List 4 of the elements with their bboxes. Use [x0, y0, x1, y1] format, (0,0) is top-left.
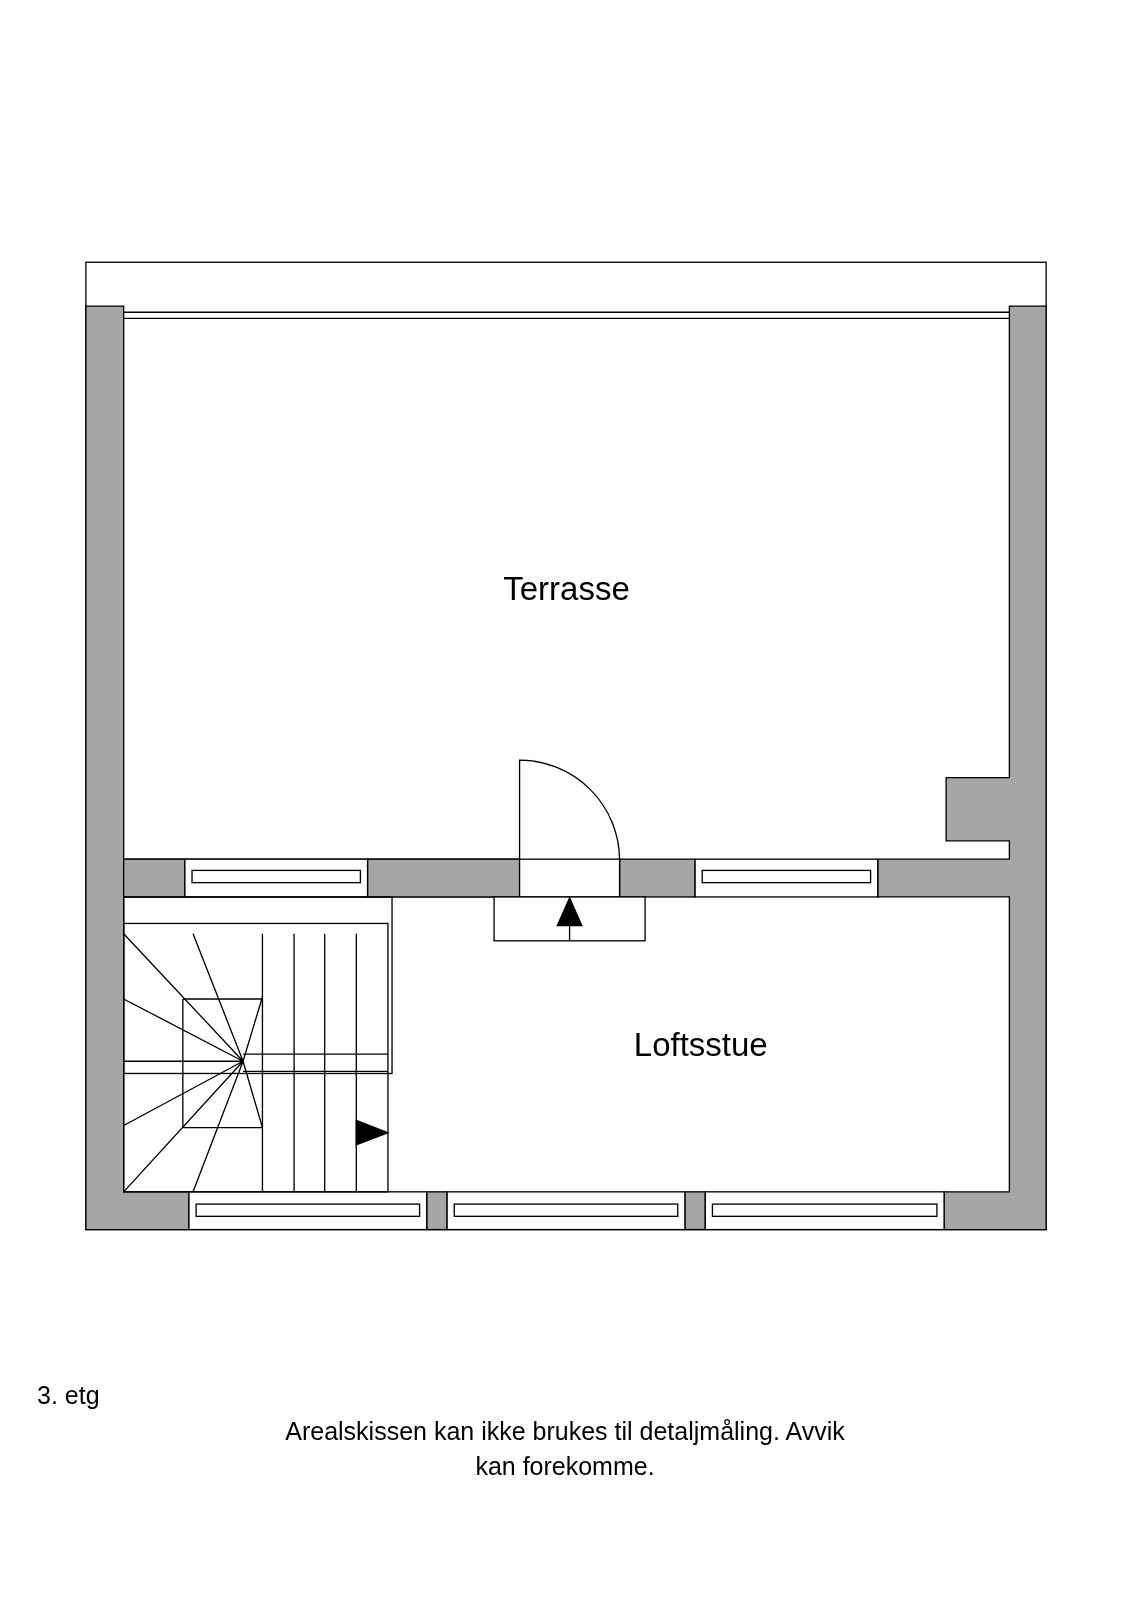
- room-label: Loftsstue: [633, 1025, 768, 1064]
- floor-label: 3. etg: [37, 1380, 100, 1411]
- room-label: Terrasse: [503, 569, 630, 608]
- disclaimer-note: Arealskissen kan ikke brukes til detaljmåling. Avvik kan forekomme.: [284, 1416, 846, 1482]
